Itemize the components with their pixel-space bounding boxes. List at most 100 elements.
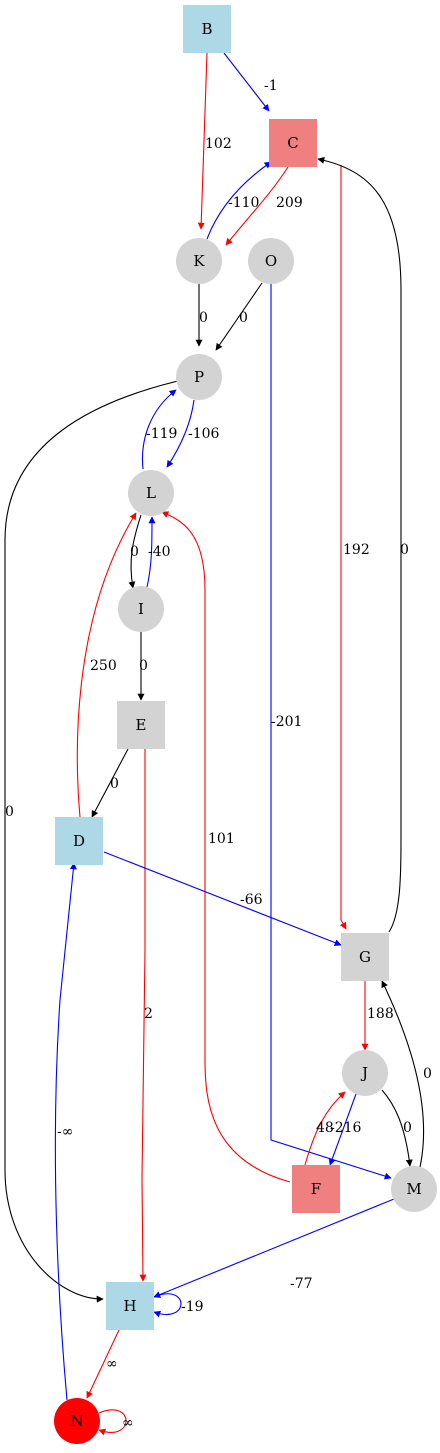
node-circle bbox=[342, 1050, 388, 1096]
edge-weight-label: ∞ bbox=[106, 1356, 118, 1372]
edge-line bbox=[139, 749, 147, 1282]
edge-weight-label: 0 bbox=[139, 658, 148, 674]
edge-i-l bbox=[146, 516, 156, 588]
edge-o-m bbox=[270, 284, 392, 1180]
edge-k-c bbox=[206, 161, 272, 240]
edge-line bbox=[76, 512, 137, 818]
edge-weight-label: 0 bbox=[130, 544, 139, 560]
edge-weight-label: -110 bbox=[228, 195, 259, 211]
edge-line bbox=[146, 516, 156, 588]
edge-weight-label: 0 bbox=[403, 1120, 412, 1136]
edge-weight-label: 209 bbox=[276, 195, 303, 211]
edge-l-p bbox=[141, 389, 177, 470]
node-box bbox=[341, 933, 389, 981]
node-label: K bbox=[193, 252, 205, 270]
node-circle bbox=[54, 1398, 100, 1444]
edge-weight-label: 0 bbox=[400, 542, 409, 558]
edge-weight-label: ∞ bbox=[122, 1415, 134, 1431]
edge-h-h bbox=[153, 1293, 182, 1318]
edge-m-h bbox=[153, 1198, 395, 1298]
node-label: P bbox=[194, 368, 204, 386]
edge-line bbox=[4, 380, 179, 1303]
edge-weight-label: -40 bbox=[148, 544, 171, 560]
node-g: G bbox=[341, 933, 389, 981]
edge-line bbox=[215, 282, 263, 351]
edge-n-n bbox=[98, 1409, 127, 1436]
node-circle bbox=[248, 238, 294, 284]
edge-line bbox=[206, 161, 272, 240]
edge-weight-label: -77 bbox=[290, 1276, 313, 1292]
edge-weight-label: 0 bbox=[5, 804, 14, 820]
edge-weight-label: 0 bbox=[239, 310, 248, 326]
edge-line bbox=[317, 156, 402, 933]
node-box bbox=[269, 119, 317, 167]
edge-d-g bbox=[103, 851, 342, 946]
edge-weight-label: 0 bbox=[423, 1066, 432, 1082]
node-label: I bbox=[138, 600, 144, 618]
edge-line bbox=[153, 1293, 182, 1318]
node-label: N bbox=[70, 1412, 83, 1430]
edge-weight-label: 0 bbox=[110, 776, 119, 792]
node-box bbox=[292, 1165, 340, 1213]
node-label: M bbox=[406, 1180, 421, 1198]
edge-weight-label: -201 bbox=[271, 714, 302, 730]
node-circle bbox=[118, 586, 164, 632]
node-circle bbox=[176, 354, 222, 400]
node-circle bbox=[391, 1166, 437, 1212]
node-label: B bbox=[201, 20, 212, 38]
node-label: F bbox=[311, 1180, 321, 1198]
node-label: O bbox=[265, 252, 277, 270]
edge-weight-label: -106 bbox=[188, 426, 220, 442]
node-f: F bbox=[292, 1165, 340, 1213]
edge-line bbox=[98, 1409, 127, 1436]
edge-weight-label: -1 bbox=[264, 78, 278, 94]
edge-line bbox=[381, 980, 425, 1168]
edge-d-l bbox=[76, 512, 137, 818]
edge-weight-label: 188 bbox=[367, 1006, 394, 1022]
edge-o-p bbox=[215, 282, 263, 351]
edge-line bbox=[381, 1089, 413, 1167]
edge-f-l bbox=[161, 511, 291, 1183]
edge-line bbox=[141, 389, 177, 470]
node-i: I bbox=[118, 586, 164, 632]
edges-layer bbox=[4, 52, 425, 1436]
edge-c-k bbox=[225, 166, 289, 246]
node-h: H bbox=[106, 1282, 154, 1330]
edge-line bbox=[91, 748, 129, 818]
edge-line bbox=[86, 1329, 120, 1399]
edge-line bbox=[197, 52, 208, 230]
edge-weight-label: 250 bbox=[90, 658, 117, 674]
node-box bbox=[55, 817, 103, 865]
edge-weight-label: 101 bbox=[208, 831, 235, 847]
edge-line bbox=[153, 1198, 395, 1298]
edge-f-j bbox=[304, 1091, 346, 1166]
node-label: G bbox=[359, 948, 371, 966]
node-n: N bbox=[54, 1398, 100, 1444]
edge-weight-label: 102 bbox=[205, 136, 232, 152]
edge-line bbox=[223, 52, 270, 112]
edge-p-h bbox=[4, 380, 179, 1303]
edge-weight-label: 192 bbox=[343, 542, 370, 558]
edge-m-g bbox=[381, 980, 425, 1168]
node-o: O bbox=[248, 238, 294, 284]
node-k: K bbox=[176, 238, 222, 284]
edge-l-i bbox=[128, 514, 142, 589]
edge-b-k bbox=[197, 52, 208, 230]
edge-weight-label: -∞ bbox=[57, 1124, 73, 1140]
edge-h-n bbox=[86, 1329, 120, 1399]
edge-line bbox=[339, 165, 347, 930]
edge-weight-label: -119 bbox=[146, 426, 177, 442]
node-box bbox=[183, 5, 231, 53]
node-d: D bbox=[55, 817, 103, 865]
edge-c-g bbox=[339, 165, 347, 930]
edge-line bbox=[225, 166, 289, 246]
node-label: C bbox=[287, 134, 298, 152]
edge-e-h bbox=[139, 749, 147, 1282]
edge-line bbox=[270, 284, 392, 1180]
edge-g-c bbox=[317, 156, 402, 933]
node-label: L bbox=[146, 484, 156, 502]
edge-weight-label: -66 bbox=[240, 892, 263, 908]
edge-line bbox=[103, 851, 342, 946]
edge-p-l bbox=[166, 399, 195, 468]
